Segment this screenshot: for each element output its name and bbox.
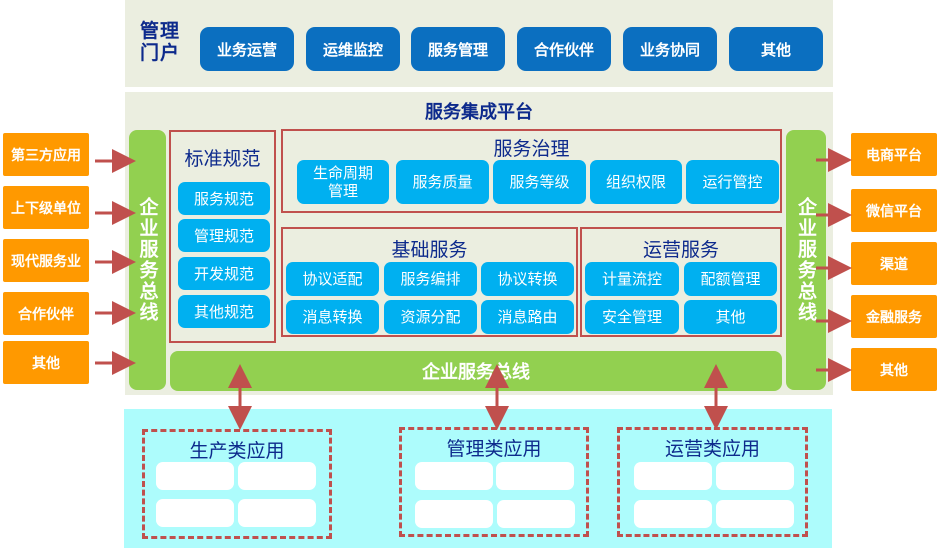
operation-item-other[interactable]: 其他: [684, 300, 777, 334]
app-slot: [415, 462, 493, 490]
standard-item-management[interactable]: 管理规范: [178, 219, 270, 252]
input-modern-services[interactable]: 现代服务业: [3, 239, 89, 282]
operation-item-metering[interactable]: 计量流控: [585, 262, 679, 296]
basic-item-message-convert[interactable]: 消息转换: [286, 300, 379, 334]
output-financial[interactable]: 金融服务: [851, 295, 937, 338]
operation-services-title: 运营服务: [642, 239, 719, 261]
standards-title: 标准规范: [184, 148, 261, 170]
input-third-party-apps[interactable]: 第三方应用: [3, 133, 89, 176]
governance-item-permissions[interactable]: 组织权限: [590, 160, 682, 204]
standard-item-other[interactable]: 其他规范: [178, 295, 270, 328]
right-enterprise-service-bus: 企业服务总线: [786, 130, 826, 390]
governance-item-lifecycle[interactable]: 生命周期管理: [297, 160, 389, 204]
basic-services-box: [281, 227, 578, 337]
app-group-production: [142, 429, 332, 539]
standards-box: [169, 130, 276, 343]
operation-item-security[interactable]: 安全管理: [585, 300, 679, 334]
governance-item-quality[interactable]: 服务质量: [396, 160, 489, 204]
app-group-production-title: 生产类应用: [189, 440, 285, 462]
input-other[interactable]: 其他: [3, 341, 89, 384]
app-slot: [156, 499, 234, 527]
portal-button-ops-monitor[interactable]: 运维监控: [306, 27, 400, 71]
output-channels[interactable]: 渠道: [851, 242, 937, 285]
app-group-management-title: 管理类应用: [446, 438, 542, 460]
app-slot: [716, 462, 794, 490]
app-slot: [497, 500, 575, 528]
output-ecommerce[interactable]: 电商平台: [851, 133, 937, 176]
app-slot: [634, 462, 712, 490]
input-subordinate-units[interactable]: 上下级单位: [3, 186, 89, 229]
portal-button-collaboration[interactable]: 业务协同: [623, 27, 717, 71]
app-slot: [238, 499, 316, 527]
operation-item-quota[interactable]: 配额管理: [684, 262, 777, 296]
basic-item-message-routing[interactable]: 消息路由: [481, 300, 574, 334]
basic-item-resource-alloc[interactable]: 资源分配: [384, 300, 477, 334]
portal-button-business-ops[interactable]: 业务运营: [200, 27, 294, 71]
left-bus-label: 企业服务总线: [136, 197, 159, 323]
portal-button-other[interactable]: 其他: [729, 27, 823, 71]
app-slot: [634, 500, 712, 528]
app-slot: [496, 462, 574, 490]
app-slot: [415, 500, 493, 528]
operation-services-box: [580, 227, 782, 337]
input-partners[interactable]: 合作伙伴: [3, 292, 89, 335]
standard-item-service[interactable]: 服务规范: [178, 182, 270, 215]
output-wechat[interactable]: 微信平台: [851, 189, 937, 232]
platform-title: 服务集成平台: [425, 102, 533, 123]
basic-item-orchestration[interactable]: 服务编排: [384, 262, 477, 296]
left-enterprise-service-bus: 企业服务总线: [129, 130, 166, 390]
portal-button-partners[interactable]: 合作伙伴: [517, 27, 611, 71]
basic-item-protocol-convert[interactable]: 协议转换: [481, 262, 574, 296]
app-group-operations-title: 运营类应用: [664, 438, 760, 460]
app-slot: [238, 462, 316, 490]
right-bus-label: 企业服务总线: [795, 197, 817, 323]
governance-item-runtime-control[interactable]: 运行管控: [686, 160, 779, 204]
portal-title: 管理门户: [140, 20, 181, 64]
output-other[interactable]: 其他: [851, 348, 937, 391]
app-slot: [156, 462, 234, 490]
standard-item-development[interactable]: 开发规范: [178, 257, 270, 290]
governance-item-level[interactable]: 服务等级: [493, 160, 586, 204]
bottom-enterprise-service-bus: 企业服务总线: [170, 351, 782, 391]
governance-box: [281, 129, 782, 213]
basic-services-title: 基础服务: [391, 239, 468, 261]
governance-title: 服务治理: [493, 138, 570, 160]
portal-button-service-mgmt[interactable]: 服务管理: [411, 27, 505, 71]
app-slot: [716, 500, 794, 528]
basic-item-protocol-adapt[interactable]: 协议适配: [286, 262, 379, 296]
